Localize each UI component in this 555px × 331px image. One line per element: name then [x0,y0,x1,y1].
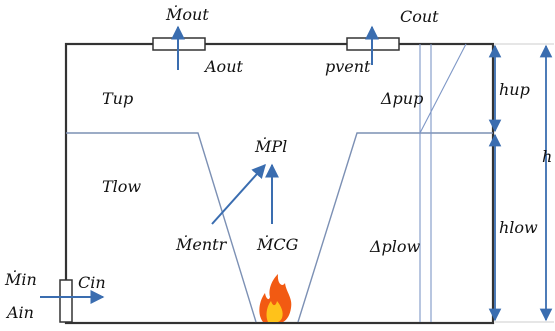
label-h-low: hlow [499,218,538,237]
layer-interface-left [66,132,257,323]
label-m-out: Ṁout [165,4,209,24]
m-entr-arrow [211,163,266,225]
label-m-cg: ṀCG [256,234,299,254]
flame-icon [259,274,292,322]
label-m-entr: Ṁentr [175,234,228,254]
label-c-in: Cin [78,273,106,292]
label-t-low: Tlow [102,177,141,196]
label-p-vent: pvent [325,57,371,76]
label-dp-up: Δpup [380,89,423,108]
inlet-vent [59,279,73,323]
label-h-up: hup [499,80,530,99]
label-dp-low: Δplow [369,237,421,256]
label-h-total: h [542,147,552,166]
label-m-pl: ṀPl [254,136,287,156]
label-m-in: Ṁin [4,269,37,289]
layer-interface-right [297,132,493,323]
label-c-out: Cout [400,7,439,26]
pressure-profile-diagonal [419,43,467,134]
label-a-out: Aout [203,57,243,76]
label-t-up: Tup [102,89,133,108]
label-a-in: Ain [5,303,34,322]
